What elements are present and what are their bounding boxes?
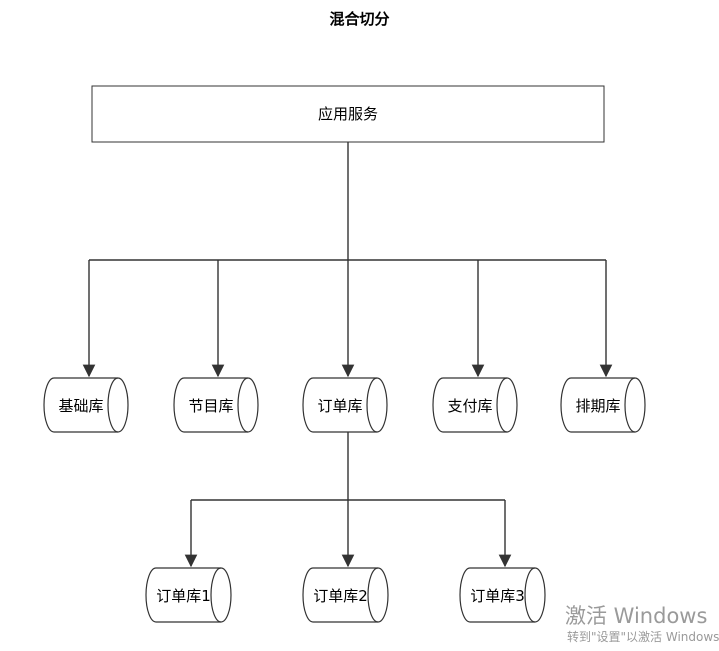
db-label-payment: 支付库 xyxy=(447,397,493,415)
db-cylinder-payment xyxy=(432,377,518,433)
db-label-order1: 订单库1 xyxy=(156,587,211,605)
db-label-order: 订单库 xyxy=(317,397,363,415)
db-cylinder-order1 xyxy=(145,567,232,623)
db-cylinder-base xyxy=(43,377,129,433)
db-label-base: 基础库 xyxy=(58,397,104,415)
service-box xyxy=(91,85,605,143)
diagram-title: 混合切分 xyxy=(329,10,390,28)
db-label-order3: 订单库3 xyxy=(470,587,525,605)
watermark-title: 激活 Windows xyxy=(565,604,708,628)
db-cylinder-schedule xyxy=(560,377,646,433)
db-label-order2: 订单库2 xyxy=(313,587,368,605)
db-label-program: 节目库 xyxy=(188,397,234,415)
order-connectors xyxy=(184,432,512,568)
db-cylinder-order3 xyxy=(459,567,546,623)
db-cylinder-program xyxy=(173,377,259,433)
db-label-schedule: 排期库 xyxy=(575,397,621,415)
service-connectors xyxy=(82,142,613,378)
service-box-label: 应用服务 xyxy=(317,105,378,123)
db-cylinder-order2 xyxy=(302,567,389,623)
db-cylinder-order xyxy=(302,377,388,433)
watermark-subtitle: 转到"设置"以激活 Windows xyxy=(567,630,719,644)
